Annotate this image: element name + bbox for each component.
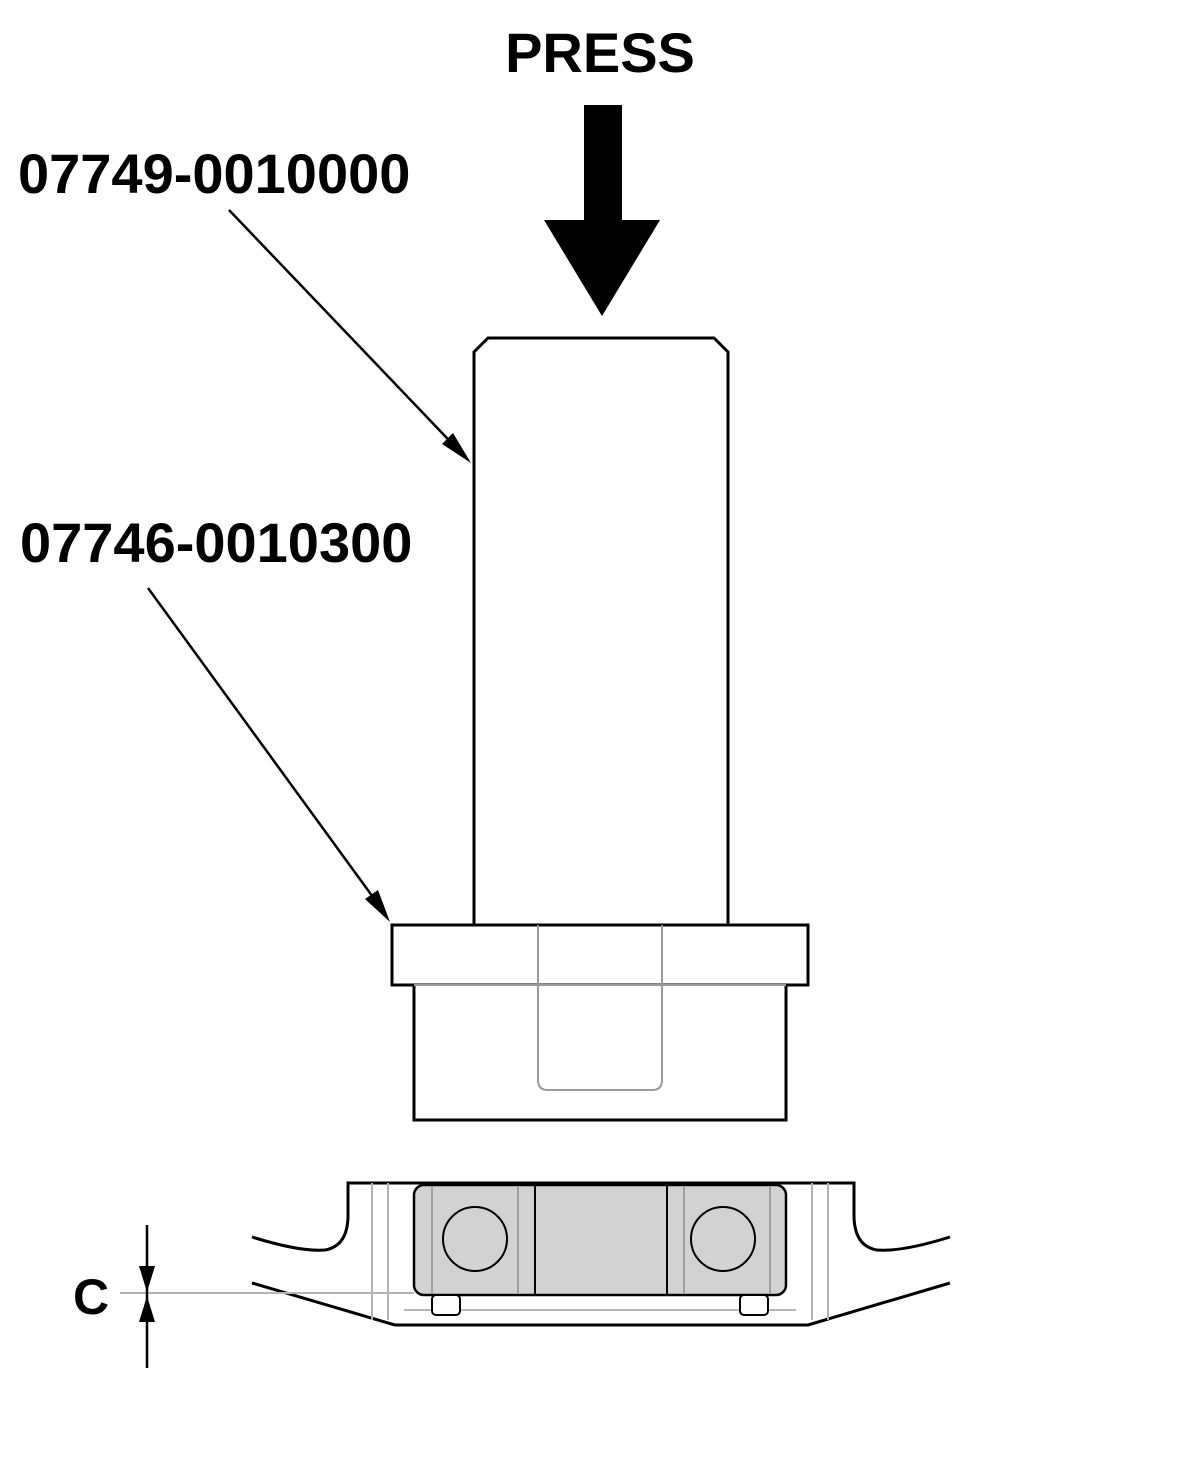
attachment-leader-arrow-icon — [365, 890, 390, 922]
dimension-arrow-down-icon — [139, 1266, 155, 1292]
bearing-ball-left — [442, 1206, 508, 1272]
clearance-dimension — [120, 1225, 414, 1368]
bearing-ball-right — [690, 1206, 756, 1272]
attachment-flange — [390, 923, 810, 987]
housing — [251, 1181, 951, 1327]
press-arrow-icon — [544, 105, 660, 316]
driver-leader-line — [228, 209, 467, 459]
driver-handle — [472, 336, 730, 925]
attachment-leader-line — [146, 587, 388, 916]
clearance-label: C — [73, 1269, 109, 1325]
attachment-body — [412, 985, 788, 1122]
attachment-bore — [414, 925, 786, 1091]
press-label: PRESS — [505, 21, 695, 84]
bearing — [412, 1183, 788, 1316]
driver-leader-arrow-icon — [442, 433, 471, 463]
driver-part-number: 07749-0010000 — [18, 142, 410, 205]
attachment-part-number: 07746-0010300 — [20, 511, 412, 574]
dimension-arrow-up-icon — [139, 1296, 155, 1322]
